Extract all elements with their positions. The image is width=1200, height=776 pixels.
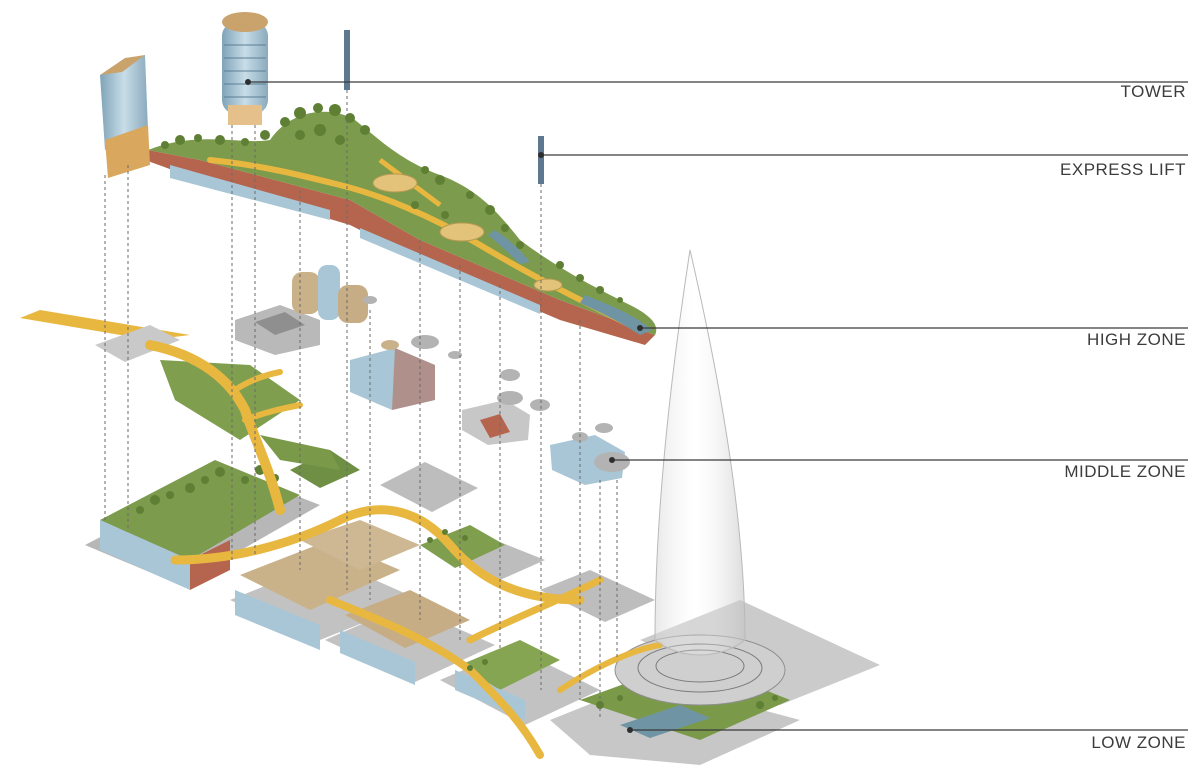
atrium-opening	[533, 278, 563, 292]
walkway	[207, 157, 643, 333]
tower-center	[222, 12, 268, 125]
plaza	[300, 520, 420, 570]
low-zone-label: LOW ZONE	[1091, 733, 1186, 752]
walkway	[557, 642, 663, 693]
middle-zone-layer	[235, 265, 630, 485]
leader-lines	[248, 81, 1188, 731]
pavilion	[292, 265, 377, 323]
pavilion	[350, 335, 462, 410]
ground-slab	[380, 462, 478, 512]
tower-layer	[100, 12, 544, 184]
walkway	[145, 340, 285, 515]
mid-walkway-layer	[20, 310, 340, 515]
plaza	[345, 590, 470, 648]
green-terrace	[260, 435, 340, 470]
tower-label: TOWER	[1120, 82, 1186, 101]
high-zone-facade	[170, 165, 330, 220]
walkway	[466, 576, 604, 644]
building-facade	[340, 630, 415, 685]
bridge-platform	[95, 325, 180, 362]
walkway	[242, 402, 303, 423]
ground-slab	[540, 570, 655, 622]
projection-lines	[104, 90, 618, 720]
low-zone-layer	[85, 450, 880, 765]
green-terrace	[160, 360, 300, 440]
trees	[161, 103, 623, 303]
middle-zone-label: MIDDLE ZONE	[1064, 462, 1186, 481]
express-lift-label: EXPRESS LIFT	[1060, 160, 1186, 179]
water-feature	[580, 295, 652, 335]
walkway	[232, 369, 283, 393]
green-roof	[290, 450, 360, 488]
building-facade	[235, 590, 320, 650]
high-zone-label: HIGH ZONE	[1087, 330, 1186, 349]
express-lift-shaft	[538, 136, 544, 184]
water-feature	[488, 230, 530, 264]
atrium-opening	[372, 173, 418, 193]
green-roof	[420, 525, 505, 568]
green-roof	[100, 460, 300, 560]
high-zone-facade	[360, 228, 540, 314]
atrium-opening	[439, 222, 485, 242]
walkway	[170, 505, 585, 605]
pavilion	[462, 369, 550, 445]
high-zone-layer	[145, 103, 657, 345]
express-lift-shaft	[344, 30, 350, 90]
leader-dots	[245, 79, 643, 733]
building-facade	[100, 520, 190, 590]
green-roof	[460, 640, 560, 690]
pavilion	[550, 423, 630, 485]
cone-tower	[654, 249, 746, 656]
tower-left	[100, 55, 150, 178]
pavilion	[235, 305, 320, 355]
